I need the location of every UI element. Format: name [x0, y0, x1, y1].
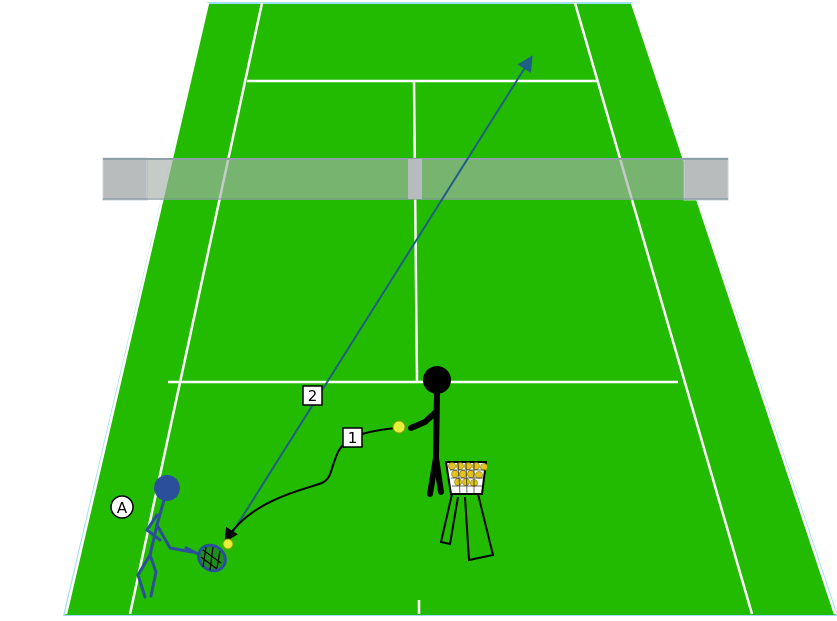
shot-1-label: 1 [343, 428, 362, 447]
player-a-label: A [111, 496, 133, 518]
net [103, 158, 728, 200]
net-post-left [103, 158, 147, 200]
shot-1-label-text: 1 [348, 429, 358, 447]
net-post-right [684, 158, 728, 200]
incoming-ball [223, 539, 233, 549]
shot-2-label: 2 [303, 386, 322, 405]
player-a-label-text: A [117, 499, 128, 517]
court-surface [64, 3, 837, 616]
tennis-ball-icon [393, 421, 405, 433]
net-center-strap [408, 159, 422, 199]
shot-2-label-text: 2 [308, 387, 318, 405]
